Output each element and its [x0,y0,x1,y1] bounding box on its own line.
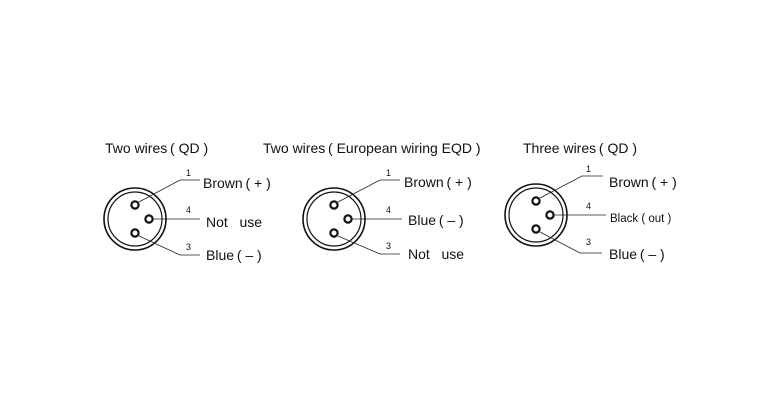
connector-title: Three wires ( QD ) [523,140,637,156]
pin-number-3: 3 [186,242,191,252]
pin-3 [130,228,140,238]
lead-line-pin-3 [337,235,400,255]
lead-line-pin-1 [539,175,603,199]
pin-1 [130,200,140,210]
lead-line-pin-3 [138,235,200,256]
lead-line-pin-3 [539,231,602,254]
pin-label-1: Brown ( + ) [609,174,677,190]
pin-4 [545,210,555,220]
pin-label-1: Brown ( + ) [203,175,271,191]
pin-label-4: Black ( out ) [610,213,672,225]
connector-title: Two wires ( European wiring EQD ) [263,140,481,156]
connector-title: Two wires ( QD ) [105,140,208,156]
pin-label-4: Blue ( – ) [408,212,464,228]
pin-label-3: Blue ( – ) [609,246,665,262]
pin-number-1: 1 [386,168,391,178]
pin-3 [329,228,339,238]
pin-number-4: 4 [586,201,591,211]
pin-number-4: 4 [386,205,391,215]
connector-two-wires-qd: Two wires ( QD ) 1 4 3 Brown ( + ) Not u… [103,140,271,263]
pin-number-4: 4 [186,205,191,215]
connector-three-wires-qd: Three wires ( QD ) 1 4 3 Brown ( + ) Bla… [504,140,677,262]
pin-number-3: 3 [586,237,591,247]
pin-4 [144,214,154,224]
pin-label-1: Brown ( + ) [404,174,472,190]
pin-1 [329,200,339,210]
pin-3 [531,224,541,234]
pin-label-4: Not use [206,214,262,230]
lead-line-pin-1 [138,179,200,203]
lead-line-pin-1 [337,179,400,203]
pin-1 [531,196,541,206]
pin-number-1: 1 [186,168,191,178]
pin-label-3: Blue ( – ) [206,247,262,263]
connector-two-wires-eqd: Two wires ( European wiring EQD ) 1 4 3 … [263,140,481,262]
pin-4 [343,214,353,224]
pin-number-1: 1 [586,164,591,174]
pin-label-3: Not use [408,246,464,262]
pin-number-3: 3 [386,241,391,251]
